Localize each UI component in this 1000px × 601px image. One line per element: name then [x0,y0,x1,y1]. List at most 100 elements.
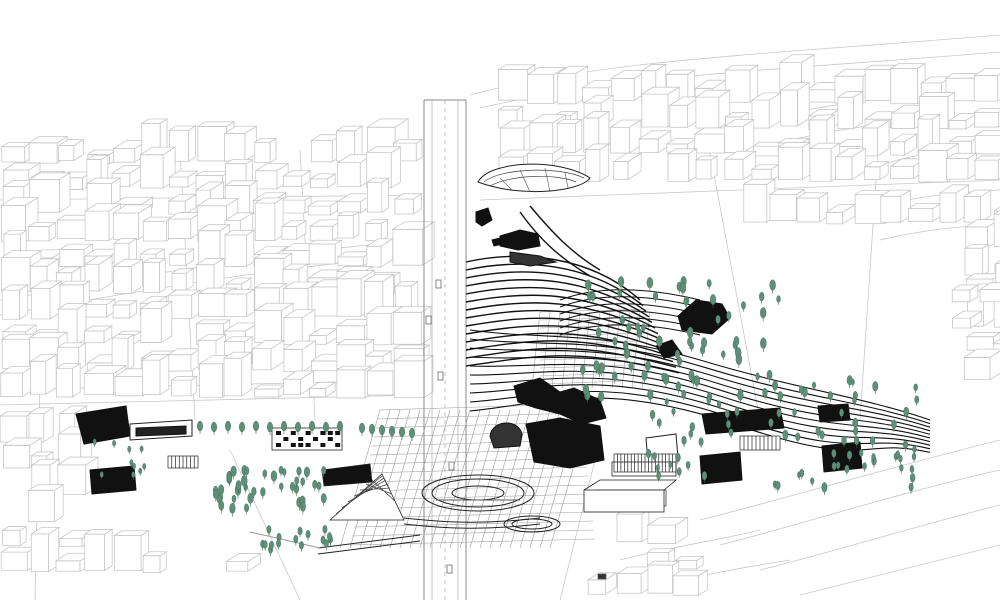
building-block [584,143,611,182]
tree-icon [831,449,837,460]
building-block [29,526,61,573]
terrace-contour [469,338,931,425]
building-block [225,552,262,572]
building-block [889,133,919,156]
building-block [335,365,373,399]
court-tile [283,437,289,441]
tree-icon [795,432,801,444]
tree-icon [656,471,661,482]
building-block [110,333,136,371]
tree-icon [859,449,864,459]
building-block [752,141,787,157]
tree-icon [726,420,731,431]
building-east-south [699,451,743,485]
tree-icon [92,438,97,447]
terrace-contour [469,363,931,435]
pattern-court-tiles [276,431,341,447]
building-block [950,284,980,303]
building-block [612,152,643,181]
tree-icon [626,322,632,334]
building-block [112,258,144,295]
building-block [222,288,256,318]
tree-icon [913,383,918,394]
terrace-contour [465,325,668,352]
building-block [393,193,423,215]
tree-icon [244,503,250,515]
building-block [615,508,651,543]
paving-line [419,409,461,549]
building-block [280,220,308,240]
tree-icon [300,477,306,488]
building-block [167,193,198,215]
building-block [972,68,1000,102]
tree-icon [685,461,691,471]
canopy-pavilion-north [477,163,591,193]
paving-line [539,380,624,385]
car [597,573,607,580]
tree-icon [262,540,268,551]
building-block [253,137,278,164]
court-tile [276,431,281,435]
building-block [335,125,364,162]
tree-icon [769,279,776,294]
city-context-layer [0,34,1000,601]
tree-icon [281,420,287,434]
tree-icon [911,452,917,463]
tree-icon [262,469,268,480]
tree-icon [289,481,296,494]
paving-line [349,538,596,546]
building-block [992,210,1000,247]
tree-icon [841,435,847,448]
tree-icon [674,349,680,361]
tree-icon [628,361,634,374]
tree-icon [668,460,673,470]
building-block [646,516,690,545]
tree-icon [821,482,828,496]
tree-icon [321,466,327,477]
building-block [673,555,705,570]
tree-icon [693,375,700,389]
tree-icon [197,420,203,434]
building-block [282,340,317,373]
tree-icon [846,450,853,462]
building-block [779,81,811,127]
building-block [84,298,117,318]
tree-icon [689,422,695,434]
building-block [307,239,343,265]
paving-line [539,332,642,337]
tree-icon [815,426,821,439]
building-west-wing-facade [135,425,187,437]
building-block [392,305,433,345]
tree-icon [593,360,600,374]
tree-icon [656,418,662,429]
tree-icon [676,467,682,478]
tree-icon [852,396,857,407]
tree-icon [645,448,652,461]
tree-icon [211,421,217,435]
terrace-contour [465,271,647,312]
stepped-roof-building [321,463,405,521]
building-block [195,257,226,292]
tree-icon [267,421,273,435]
terrain-contour-lines-foreground [619,439,1000,596]
tree-icon [721,350,726,360]
paving-line [429,409,471,549]
pedestrian-bridge [249,515,561,555]
tree-icon [99,471,104,480]
building-mass [475,207,493,227]
tree-icon [908,482,914,494]
tree-icon [251,486,257,499]
terrace-contour [519,211,591,277]
tree-icon [309,420,315,434]
building-block [306,200,340,216]
tree-icon [300,501,306,515]
tree-icon [612,371,618,384]
terrace-contour [465,263,644,307]
tree-icon [799,468,805,480]
building-central-gallery [513,377,607,425]
building-block [142,257,167,294]
tree-icon [762,387,768,400]
building-block [861,119,891,157]
paving-line [489,409,531,549]
tree-icon [623,340,629,353]
